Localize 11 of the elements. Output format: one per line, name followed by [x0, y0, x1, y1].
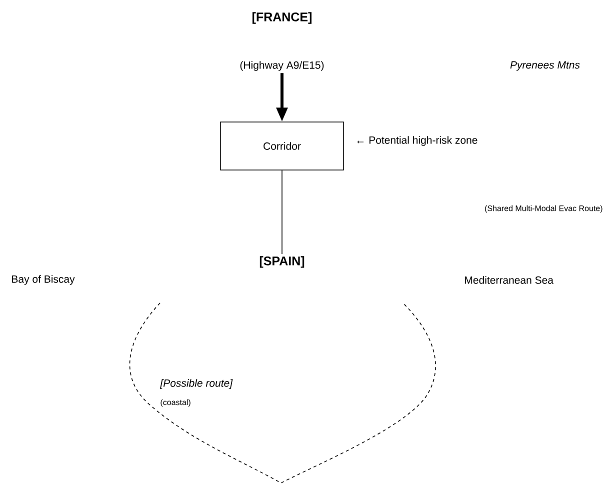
- note-text: (Shared Multi-Modal Evac Route): [485, 205, 602, 213]
- route-label: [Possible route]: [160, 379, 233, 389]
- region-heading: [FRANCE]: [252, 12, 312, 24]
- area-label: Mediterranean Sea: [465, 276, 554, 284]
- process-box: Corridor: [220, 122, 344, 170]
- note-text: (coastal): [160, 399, 190, 407]
- route-label: (Highway A9/E15): [240, 61, 324, 71]
- place-label: [SPAIN]: [260, 256, 304, 268]
- area-label: Bay of Biscay: [12, 275, 75, 285]
- note-text: ← Potential high-risk zone: [357, 136, 478, 146]
- area-label: Pyrenees Mtns: [510, 61, 580, 71]
